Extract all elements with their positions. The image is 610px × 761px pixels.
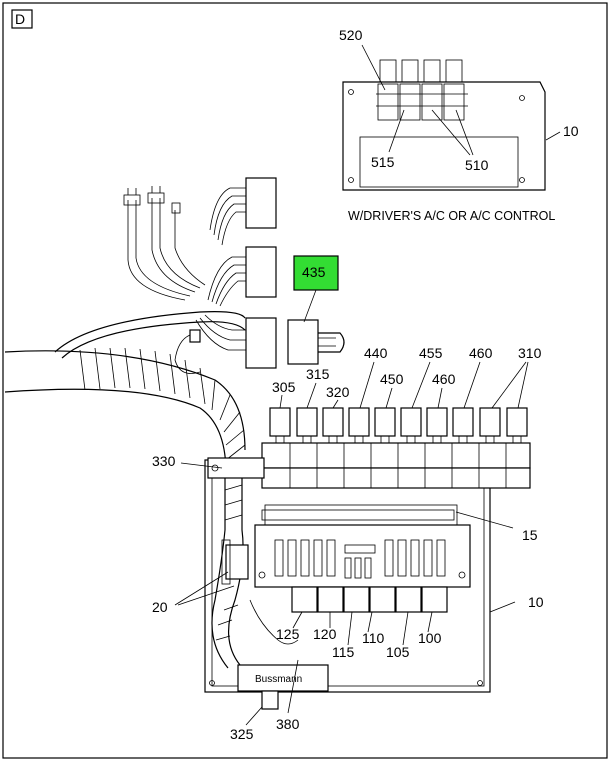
connector-mid [245, 246, 277, 298]
callout-120: 120 [313, 626, 337, 642]
panel-letter-box [11, 9, 33, 29]
callout-15: 15 [522, 527, 538, 543]
callout-125: 125 [276, 626, 300, 642]
bracket-330 [207, 457, 265, 479]
callout-115: 115 [332, 644, 355, 660]
brand-text: Bussmann [255, 674, 302, 685]
callout-325: 325 [230, 726, 254, 742]
inset-caption: W/DRIVER'S A/C OR A/C CONTROL [348, 209, 555, 223]
callout-460a: 460 [432, 371, 456, 387]
bussmann-fuse-holder [237, 664, 329, 692]
main-panel: Bussmann [204, 407, 531, 710]
highlight-435[interactable] [293, 255, 339, 291]
inset-relay-block [342, 59, 546, 191]
callout-20: 20 [152, 599, 168, 615]
fuse-block [254, 524, 471, 588]
callout-455: 455 [419, 345, 443, 361]
callout-330: 330 [152, 453, 176, 469]
callout-515: 515 [371, 154, 395, 170]
panel-letter: D [15, 11, 25, 27]
callout-110: 110 [362, 630, 385, 646]
wire-harness [4, 177, 345, 669]
callout-450: 450 [380, 371, 404, 387]
callout-440: 440 [364, 345, 388, 361]
connector-top [245, 177, 277, 229]
callout-100: 100 [418, 630, 442, 646]
connector-435 [287, 319, 319, 365]
callout-320: 320 [326, 384, 350, 400]
callout-315: 315 [306, 366, 330, 382]
callout-10-bottom: 10 [528, 594, 544, 610]
callout-105: 105 [386, 644, 410, 660]
callout-460b: 460 [469, 345, 493, 361]
callout-10-top: 10 [563, 123, 579, 139]
callout-510: 510 [465, 157, 489, 173]
connector-low [245, 317, 277, 369]
harness-clip [225, 544, 249, 580]
callout-380: 380 [276, 716, 300, 732]
callout-520: 520 [339, 27, 363, 43]
callout-435[interactable]: 435 [302, 264, 326, 280]
callout-310: 310 [518, 345, 542, 361]
callout-305: 305 [272, 379, 296, 395]
